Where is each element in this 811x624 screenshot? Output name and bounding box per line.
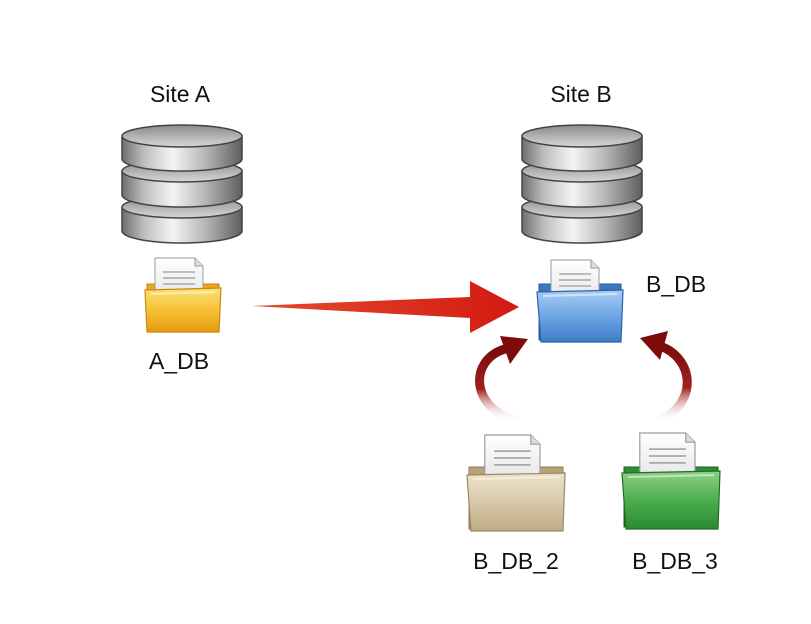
b-db-folder-icon [536,259,624,343]
site-b-database-icon [521,124,643,244]
b-db-label: B_DB [645,271,707,297]
b-db-2-folder-icon [466,434,566,532]
sync-arrow-left [475,336,528,427]
a-db-folder-icon [144,257,222,333]
b-db-3-folder-icon [621,432,721,530]
site-a-database-icon [121,124,243,244]
replication-arrow [252,281,519,333]
site-a-label: Site A [149,81,211,107]
b-db-3-label: B_DB_3 [632,548,718,574]
a-db-label: A_DB [148,348,210,374]
sync-arrow-right [640,331,692,427]
b-db-2-label: B_DB_2 [473,548,559,574]
site-b-label: Site B [550,81,612,107]
